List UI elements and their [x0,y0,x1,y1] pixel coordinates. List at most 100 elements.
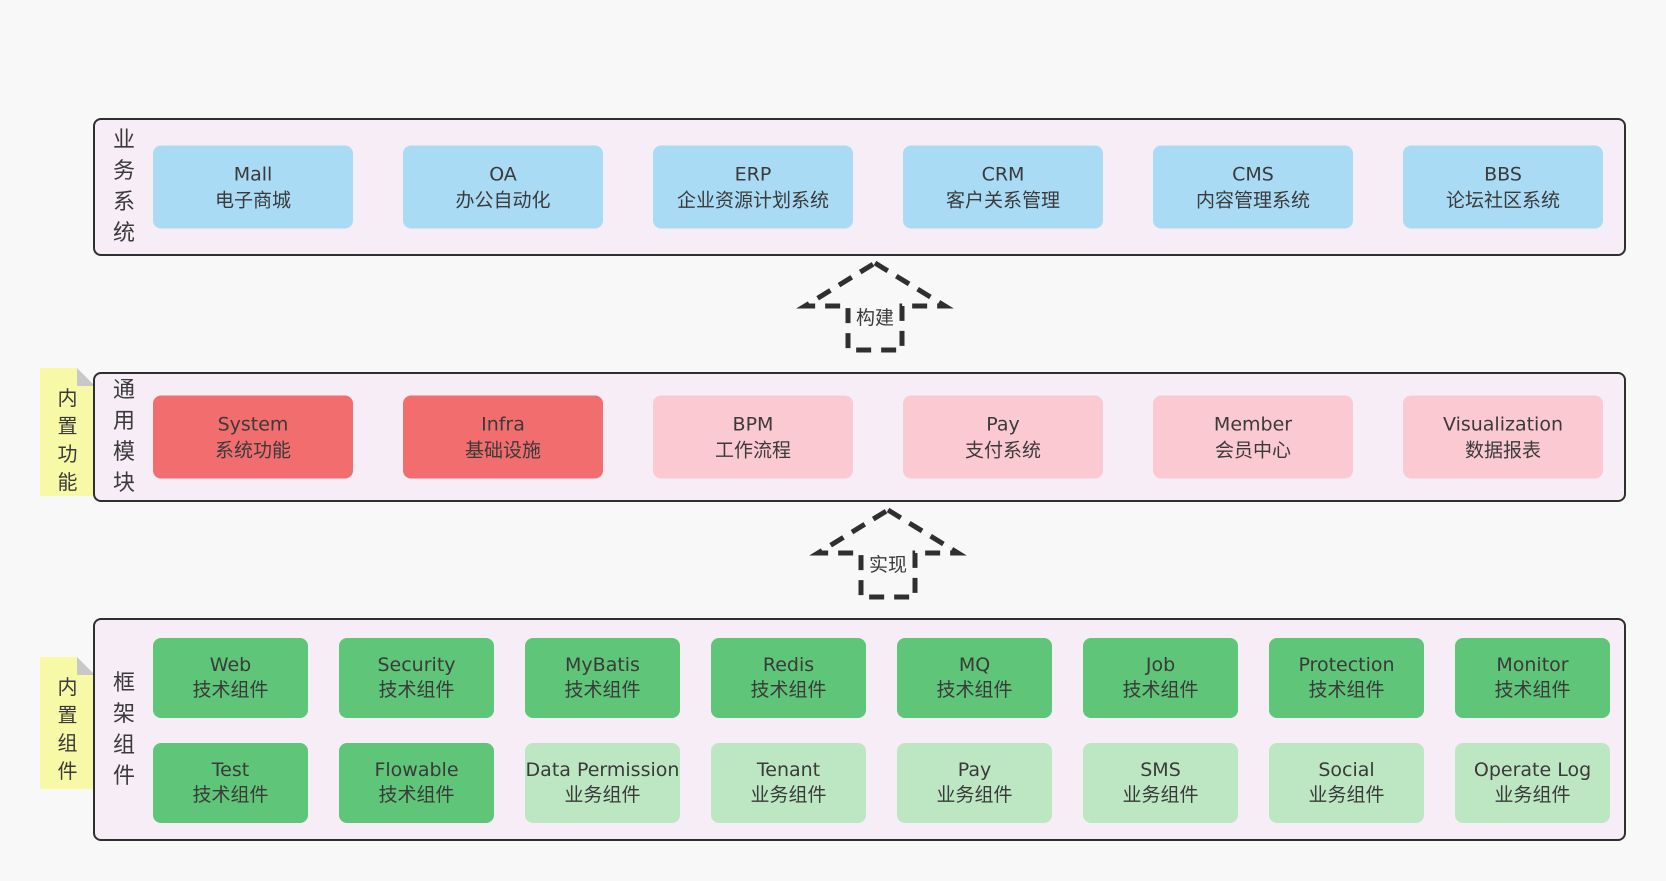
band-label-business-systems: 业务系统 [112,128,135,246]
box-monitor: Monitor 技术组件 [1455,638,1610,718]
box-subtitle: 论坛社区系统 [1445,189,1560,211]
box-subtitle: 业务组件 [750,784,827,806]
box-subtitle: 技术组件 [378,784,455,806]
box-title: Infra [481,413,525,435]
box-subtitle: 业务组件 [564,784,641,806]
box-subtitle: 业务组件 [1122,784,1199,806]
arrow-build: 构建 [795,258,955,354]
box-visualization: Visualization 数据报表 [1403,395,1603,479]
box-social: Social 业务组件 [1269,743,1424,823]
box-title: Mall [233,163,273,185]
box-subtitle: 技术组件 [192,784,269,806]
box-title: Visualization [1442,413,1563,435]
folded-corner-icon [77,657,95,675]
box-redis: Redis 技术组件 [711,638,866,718]
box-title: CRM [981,163,1025,185]
box-title: Pay [986,413,1020,435]
band-business-systems: 业务系统 Mall 电子商城 OA 办公自动化 ERP 企业资源计划系统 CRM… [93,118,1626,256]
box-title: Data Permission [525,759,680,781]
components-row-1: Web 技术组件 Security 技术组件 MyBatis 技术组件 Redi… [153,638,1610,718]
arrow-label: 实现 [864,551,912,579]
box-subtitle: 会员中心 [1214,439,1291,461]
box-title: MQ [958,654,991,676]
box-subtitle: 工作流程 [714,439,791,461]
box-title: Pay [957,759,992,781]
box-flowable: Flowable 技术组件 [339,743,494,823]
box-title: Job [1145,654,1176,676]
box-subtitle: 业务组件 [936,784,1013,806]
band-label-framework-components: 框架组件 [112,670,135,789]
box-title: Protection [1298,654,1395,676]
box-subtitle: 电子商城 [214,189,291,211]
box-subtitle: 技术组件 [564,679,641,701]
box-title: ERP [734,163,772,185]
box-title: SMS [1140,759,1181,781]
box-subtitle: 技术组件 [1308,679,1385,701]
box-title: Member [1213,413,1293,435]
folded-corner-icon [77,368,95,386]
box-pay-business: Pay 业务组件 [897,743,1052,823]
box-subtitle: 客户关系管理 [945,189,1060,211]
box-title: Tenant [756,759,821,781]
box-crm: CRM 客户关系管理 [903,145,1103,229]
box-subtitle: 技术组件 [750,679,827,701]
box-security: Security 技术组件 [339,638,494,718]
box-job: Job 技术组件 [1083,638,1238,718]
box-test: Test 技术组件 [153,743,308,823]
box-mybatis: MyBatis 技术组件 [525,638,680,718]
box-oa: OA 办公自动化 [403,145,603,229]
box-tenant: Tenant 业务组件 [711,743,866,823]
up-arrow-icon [809,507,967,600]
band-label-common-modules: 通用模块 [112,378,135,496]
box-web: Web 技术组件 [153,638,308,718]
box-title: OA [489,163,517,185]
box-subtitle: 技术组件 [1494,679,1571,701]
box-title: Social [1318,759,1375,781]
box-title: BBS [1484,163,1522,185]
box-subtitle: 技术组件 [192,679,269,701]
arrow-label: 构建 [851,304,899,332]
box-subtitle: 系统功能 [214,439,291,461]
modules-boxes-row: System 系统功能 Infra 基础设施 BPM 工作流程 Pay 支付系统… [153,395,1603,479]
box-title: Operate Log [1473,759,1592,781]
sticky-note-label: 内置组件 [57,675,78,783]
box-sms: SMS 业务组件 [1083,743,1238,823]
box-subtitle: 业务组件 [1494,784,1571,806]
box-title: MyBatis [565,654,640,676]
box-title: Test [211,759,250,781]
box-title: Redis [762,654,815,676]
box-title: CMS [1232,163,1274,185]
sticky-note-builtin-functions: 内置功能 [40,368,95,496]
box-subtitle: 支付系统 [964,439,1041,461]
box-title: BPM [732,413,774,435]
box-subtitle: 技术组件 [378,679,455,701]
box-subtitle: 企业资源计划系统 [676,189,829,211]
box-title: Web [209,654,252,676]
box-title: Security [377,654,456,676]
box-system: System 系统功能 [153,395,353,479]
box-pay: Pay 支付系统 [903,395,1103,479]
box-subtitle: 业务组件 [1308,784,1385,806]
business-boxes-row: Mall 电子商城 OA 办公自动化 ERP 企业资源计划系统 CRM 客户关系… [153,145,1603,229]
box-bbs: BBS 论坛社区系统 [1403,145,1603,229]
components-row-2: Test 技术组件 Flowable 技术组件 Data Permission … [153,743,1610,823]
box-protection: Protection 技术组件 [1269,638,1424,718]
box-subtitle: 基础设施 [464,439,541,461]
box-title: Monitor [1496,654,1569,676]
box-subtitle: 办公自动化 [455,189,551,211]
up-arrow-icon [796,260,954,353]
band-framework-components: 框架组件 Web 技术组件 Security 技术组件 MyBatis 技术组件… [93,618,1626,841]
box-infra: Infra 基础设施 [403,395,603,479]
box-operate-log: Operate Log 业务组件 [1455,743,1610,823]
sticky-note-builtin-components: 内置组件 [40,657,95,789]
arrow-implement: 实现 [808,505,968,601]
box-mq: MQ 技术组件 [897,638,1052,718]
box-title: System [217,413,289,435]
box-mall: Mall 电子商城 [153,145,353,229]
band-common-modules: 通用模块 System 系统功能 Infra 基础设施 BPM 工作流程 Pay… [93,372,1626,502]
box-bpm: BPM 工作流程 [653,395,853,479]
box-title: Flowable [374,759,459,781]
box-subtitle: 技术组件 [1122,679,1199,701]
box-subtitle: 技术组件 [936,679,1013,701]
